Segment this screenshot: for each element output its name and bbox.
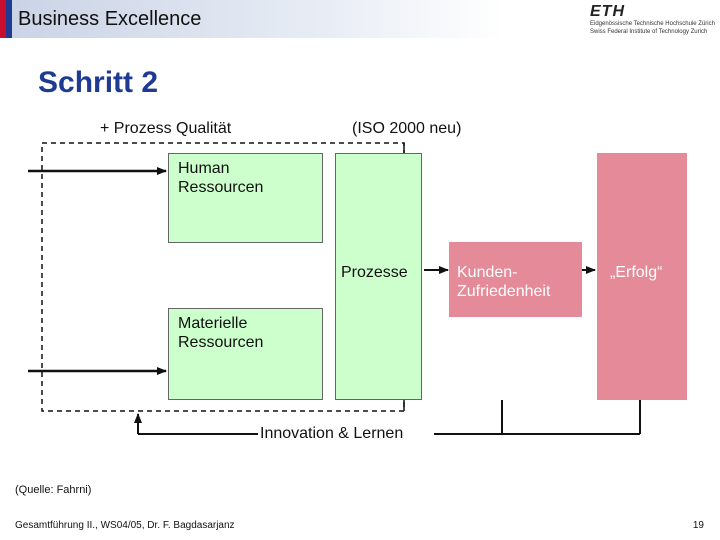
process-label: Prozesse xyxy=(341,264,408,281)
slide-title: Schritt 2 xyxy=(38,66,159,99)
success-label: „Erfolg“ xyxy=(610,264,663,281)
material-resources-box: Materielle Ressourcen xyxy=(168,308,323,400)
customer-satisfaction-line2: Zufriedenheit xyxy=(457,283,551,300)
header-title: Business Excellence xyxy=(18,8,202,30)
eth-logo-mark: ETH xyxy=(590,3,625,20)
customer-satisfaction-box: Kunden- Zufriedenheit xyxy=(449,242,582,317)
footer-course: Gesamtführung II., WS04/05, Dr. F. Bagda… xyxy=(15,520,235,531)
success-box: „Erfolg“ xyxy=(597,153,687,400)
label-iso: (ISO 2000 neu) xyxy=(352,120,462,137)
customer-satisfaction-line1: Kunden- xyxy=(457,264,518,281)
material-resources-line1: Materielle xyxy=(178,315,248,332)
eth-logo-line1: Eidgenössische Technische Hochschule Zür… xyxy=(590,21,715,27)
eth-logo: ETH Eidgenössische Technische Hochschule… xyxy=(590,3,715,37)
page-number: 19 xyxy=(692,520,704,531)
header-accent-blue xyxy=(6,0,12,38)
header-accent-red xyxy=(0,0,6,38)
header-band xyxy=(0,0,720,38)
eth-logo-line2: Swiss Federal Institute of Technology Zu… xyxy=(590,29,708,35)
process-box: Prozesse xyxy=(335,153,422,400)
human-resources-line1: Human xyxy=(178,160,230,177)
material-resources-line2: Ressourcen xyxy=(178,334,264,351)
label-process-quality: + Prozess Qualität xyxy=(100,120,232,137)
source-note: (Quelle: Fahrni) xyxy=(15,484,92,496)
human-resources-box: Human Ressourcen xyxy=(168,153,323,243)
human-resources-line2: Ressourcen xyxy=(178,179,264,196)
feedback-label: Innovation & Lernen xyxy=(260,425,404,442)
